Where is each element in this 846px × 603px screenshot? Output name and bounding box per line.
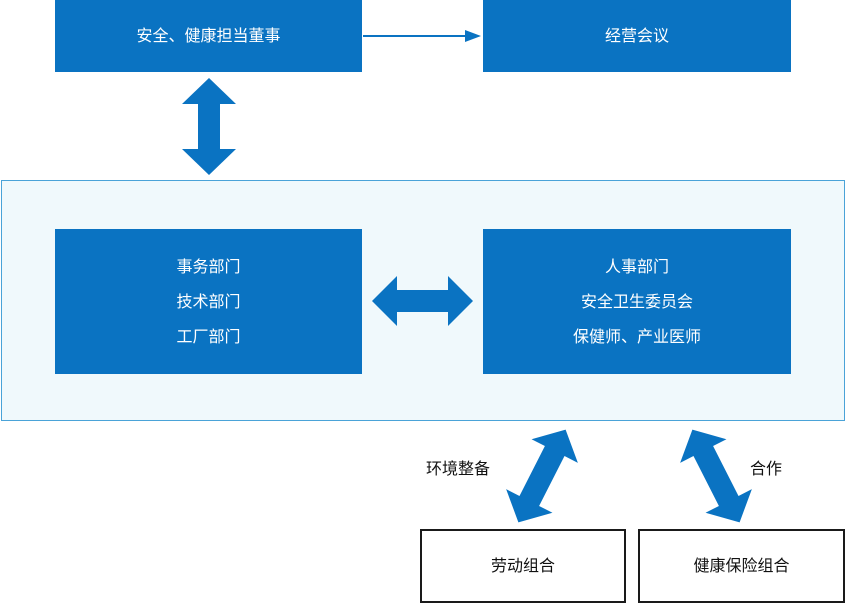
environment-label: 环境整备	[426, 459, 491, 478]
departments-box: 事务部门 技术部门 工厂部门	[55, 229, 362, 374]
health-insurance-label: 健康保险组合	[693, 556, 790, 575]
hr-line: 保健师、产业医师	[572, 327, 701, 346]
labor-union-label: 劳动组合	[490, 556, 555, 575]
labor-union-box: 劳动组合	[420, 529, 626, 603]
hr-box: 人事部门 安全卫生委员会 保健师、产业医师	[483, 229, 791, 374]
diagonal-arrow-env	[506, 429, 578, 523]
dept-line: 技术部门	[176, 292, 241, 311]
management-meeting-label: 经营会议	[604, 26, 669, 45]
management-meeting-box: 经营会议	[483, 0, 791, 72]
director-box: 安全、健康担当董事	[55, 0, 362, 72]
hr-line: 人事部门	[604, 257, 669, 276]
dept-line: 事务部门	[176, 257, 241, 276]
cooperation-label: 合作	[750, 459, 783, 478]
hr-line: 安全卫生委员会	[580, 292, 693, 311]
horizontal-double-arrow	[372, 276, 473, 326]
dept-line: 工厂部门	[176, 327, 241, 346]
director-label: 安全、健康担当董事	[136, 26, 281, 45]
diagonal-arrow-coop	[680, 429, 752, 523]
director-to-meeting-arrow	[363, 30, 481, 42]
health-insurance-box: 健康保险组合	[638, 529, 845, 603]
vertical-double-arrow	[182, 78, 236, 175]
